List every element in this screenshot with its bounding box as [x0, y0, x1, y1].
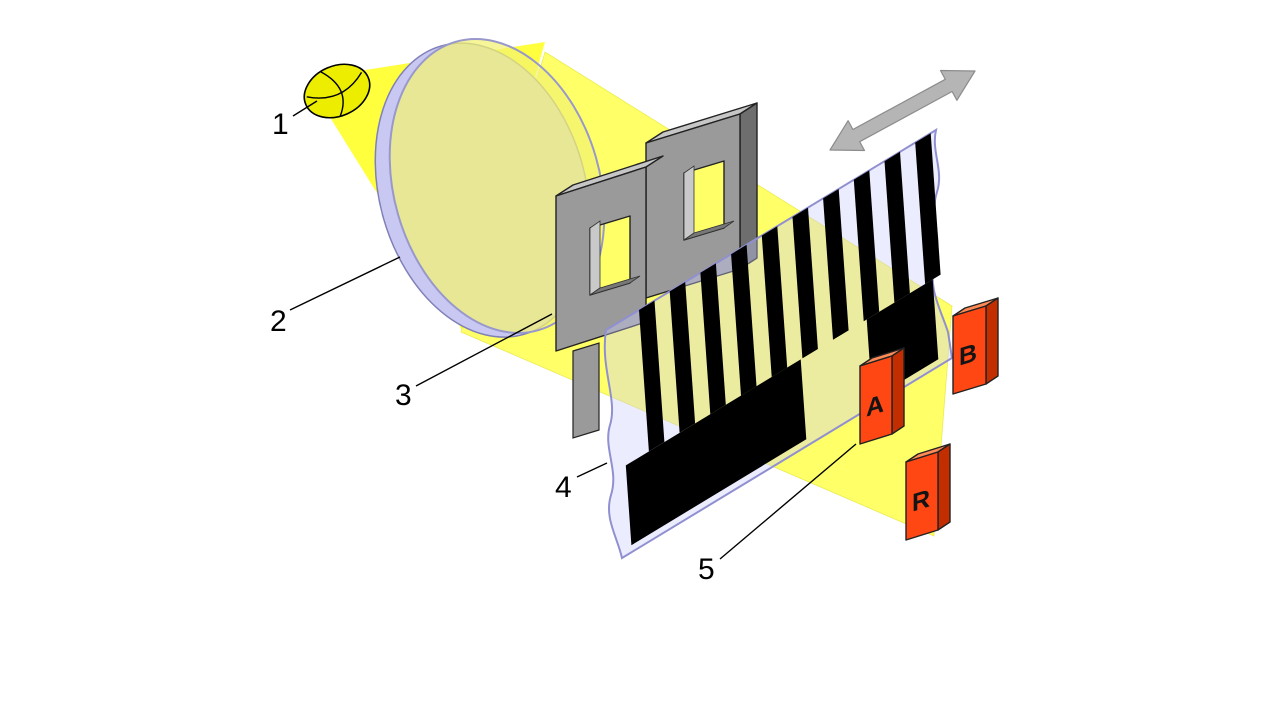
code-stripe	[731, 244, 757, 396]
condenser-lens	[374, 38, 606, 338]
lens-face	[388, 38, 606, 334]
mask-support-bar	[572, 342, 600, 439]
detector-a: A	[859, 347, 905, 445]
mask-hole-wall	[683, 165, 695, 241]
detector-b-label: B	[959, 339, 977, 372]
detector-a-side	[891, 347, 905, 435]
part-label-3: 3	[395, 379, 412, 412]
leader-line-2	[289, 256, 401, 311]
detector-r-side	[937, 443, 951, 531]
part-label-4: 4	[555, 471, 572, 504]
detector-b: B	[952, 297, 999, 395]
code-stripe	[792, 207, 818, 359]
reference-track-dark	[625, 359, 807, 546]
lamp-icon	[303, 63, 371, 119]
code-stripe	[669, 282, 696, 433]
detector-a-label: A	[866, 390, 884, 423]
detector-r-label: R	[912, 485, 930, 518]
code-stripe	[884, 151, 910, 303]
code-strip	[603, 127, 954, 560]
code-stripe	[915, 133, 941, 284]
code-stripe	[853, 170, 880, 322]
lamp-bulb	[303, 63, 371, 119]
mask-hole-wall	[683, 220, 735, 241]
scanning-mask	[555, 102, 758, 439]
leader-line-5	[719, 443, 857, 560]
code-stripe	[639, 300, 665, 452]
lamp-filament-icon	[320, 71, 344, 117]
detector-r-front	[905, 451, 939, 541]
leader-line-3	[415, 313, 553, 387]
leader-line-4	[576, 462, 608, 478]
detector-a-front	[859, 355, 893, 445]
detector-b-front	[952, 305, 987, 395]
part-label-1: 1	[272, 108, 289, 141]
mask-hole-wall	[589, 220, 601, 296]
part-label-5: 5	[698, 553, 715, 586]
leader-line-1	[292, 100, 318, 117]
lamp-filament-icon	[306, 72, 363, 99]
code-stripe	[823, 189, 849, 340]
part-label-2: 2	[270, 305, 287, 338]
motion-arrow-icon	[829, 69, 976, 152]
code-stripe	[761, 226, 788, 377]
detector-r: R	[905, 443, 951, 541]
detector-b-side	[985, 297, 999, 385]
mask-hole-wall	[589, 275, 641, 296]
code-stripe	[700, 263, 726, 415]
